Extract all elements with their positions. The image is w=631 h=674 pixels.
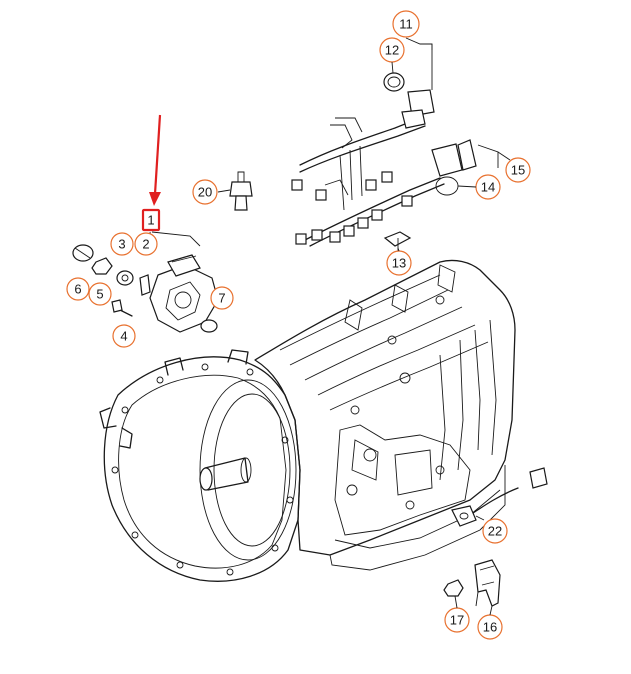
callout-label-2: 2 (142, 237, 149, 252)
callout-6[interactable]: 6 (66, 277, 90, 301)
callout-label-6: 6 (74, 282, 81, 297)
callout-label-3: 3 (118, 237, 125, 252)
callout-16[interactable]: 16 (477, 614, 503, 640)
transmission-housing (99, 259, 516, 582)
callout-5[interactable]: 5 (88, 282, 112, 306)
callout-label-17: 17 (450, 613, 464, 628)
wiring-harness (291, 37, 511, 252)
callout-20[interactable]: 20 (192, 179, 218, 205)
callout-2[interactable]: 2 (134, 232, 158, 256)
callout-label-4: 4 (120, 329, 127, 344)
callout-label-5: 5 (96, 287, 103, 302)
callout-13[interactable]: 13 (386, 250, 412, 276)
callout-label-11: 11 (399, 17, 413, 32)
callout-11[interactable]: 11 (392, 10, 420, 38)
callout-label-14: 14 (481, 180, 495, 195)
callout-22[interactable]: 22 (482, 518, 508, 544)
callout-label-22: 22 (488, 524, 502, 539)
pressure-sensor-part (229, 171, 253, 211)
callout-label-20: 20 (198, 185, 212, 200)
callout-label-1: 1 (147, 213, 154, 228)
callout-15[interactable]: 15 (505, 157, 531, 183)
callout-label-13: 13 (392, 256, 406, 271)
callout-label-7: 7 (218, 291, 225, 306)
callout-3[interactable]: 3 (110, 232, 134, 256)
highlight-arrow (149, 114, 162, 206)
leader-lines (217, 61, 493, 616)
callout-7[interactable]: 7 (210, 286, 234, 310)
callout-14[interactable]: 14 (475, 174, 501, 200)
callout-4[interactable]: 4 (112, 324, 136, 348)
speed-sensor-part (451, 467, 548, 527)
bracket-and-nut (443, 559, 501, 607)
callout-label-16: 16 (483, 620, 497, 635)
callout-17[interactable]: 17 (444, 607, 470, 633)
callout-1[interactable]: 1 (141, 208, 161, 232)
callout-label-12: 12 (385, 43, 399, 58)
callout-12[interactable]: 12 (379, 37, 405, 63)
callout-label-15: 15 (511, 163, 525, 178)
